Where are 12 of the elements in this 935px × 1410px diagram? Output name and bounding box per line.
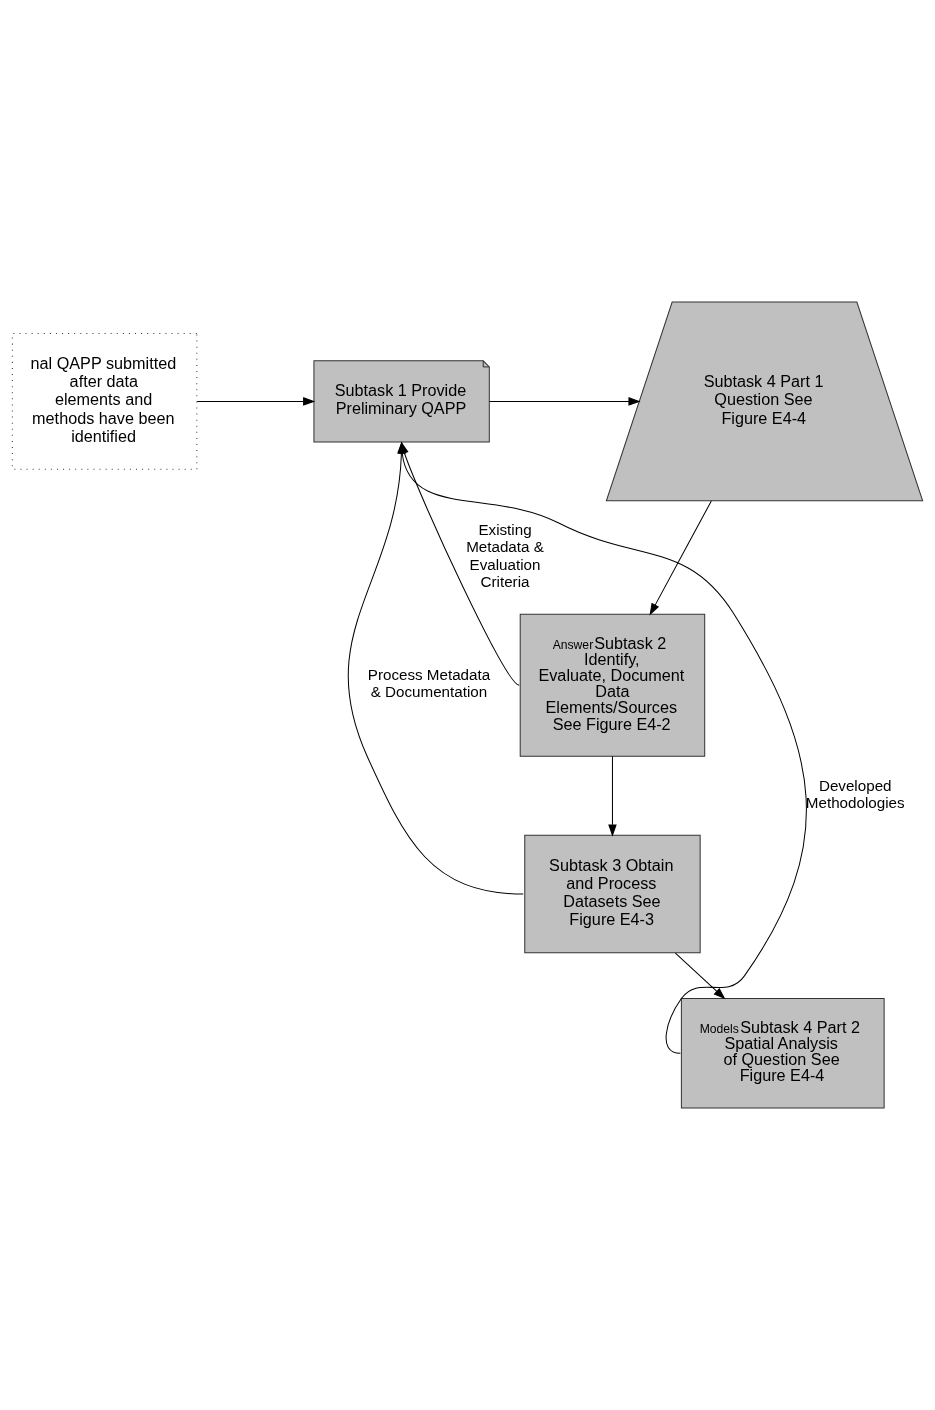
edge-label: Developed Methodologies — [805, 776, 905, 811]
edge-label: Existing Metadata & Evaluation Criteria — [466, 521, 544, 590]
edge-label: Process Metadata & Documentation — [367, 666, 491, 701]
arrow — [674, 952, 726, 1000]
arrow — [608, 755, 617, 837]
node-box: AnswerSubtask 2 Identify, Evaluate, Document Data Elements/Sources See Figure E4-2 — [519, 613, 706, 757]
node-box: nal QAPP submitted after data elements and methods have been identified — [11, 332, 198, 470]
node-box: ModelsSubtask 4 Part 2 Spatial Analysis of Question See Figure E4-4 — [680, 997, 885, 1109]
arrow — [196, 397, 316, 406]
node-box: Subtask 3 Obtain and Process Datasets See Figure E4-3 — [524, 834, 701, 954]
arrow — [489, 397, 641, 406]
arrow — [649, 500, 712, 616]
